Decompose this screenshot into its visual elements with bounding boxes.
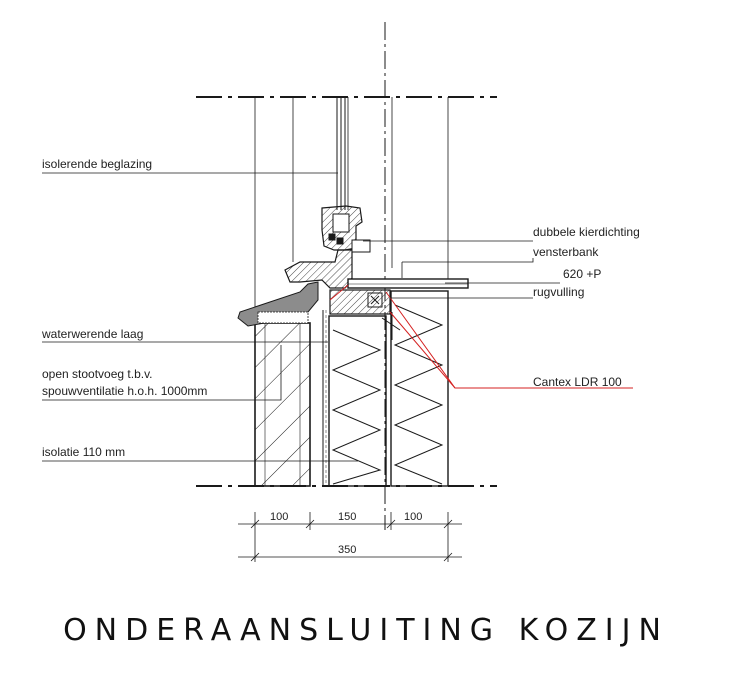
- inner-leaf-zigzag: [393, 304, 444, 485]
- label-waterwerende-laag: waterwerende laag: [41, 327, 143, 341]
- label-isolerende-beglazing: isolerende beglazing: [42, 157, 152, 171]
- dim-cavity: 150: [338, 511, 356, 523]
- label-rugvulling: rugvulling: [533, 285, 584, 299]
- dim-total: 350: [338, 544, 356, 556]
- dim-outer-leaf: 100: [270, 511, 288, 523]
- drawing-title: ONDERAANSLUITING KOZIJN: [63, 613, 669, 648]
- label-open-stootvoeg-1: open stootvoeg t.b.v.: [42, 367, 153, 381]
- leader-lines: [42, 172, 560, 462]
- label-vensterbank: vensterbank: [533, 245, 599, 259]
- anchor-strip: [367, 292, 401, 340]
- dimension-lines: [238, 512, 462, 562]
- insulation-zigzag: [331, 329, 382, 485]
- label-peil: 620 +P: [563, 267, 601, 281]
- dim-inner-leaf: 100: [404, 511, 422, 523]
- outer-brick-leaf: [254, 322, 311, 487]
- window-board: [347, 278, 469, 289]
- sealant-red-diag: [389, 311, 456, 389]
- label-open-stootvoeg-2: spouwventilatie h.o.h. 1000mm: [42, 384, 207, 398]
- upper-wall-lines: [254, 97, 449, 310]
- glazing: [336, 97, 346, 210]
- cavity-insulation: [328, 315, 387, 487]
- draught-seal: [328, 233, 371, 253]
- inner-leaf: [390, 290, 449, 487]
- label-cantex: Cantex LDR 100: [533, 375, 622, 389]
- label-dubbele-kierdichting: dubbele kierdichting: [533, 225, 640, 239]
- sash-glazing-bead: [332, 213, 350, 233]
- sill-bedding: [257, 311, 309, 324]
- frame-base-block: [329, 289, 391, 315]
- label-isolatie: isolatie 110 mm: [42, 445, 125, 459]
